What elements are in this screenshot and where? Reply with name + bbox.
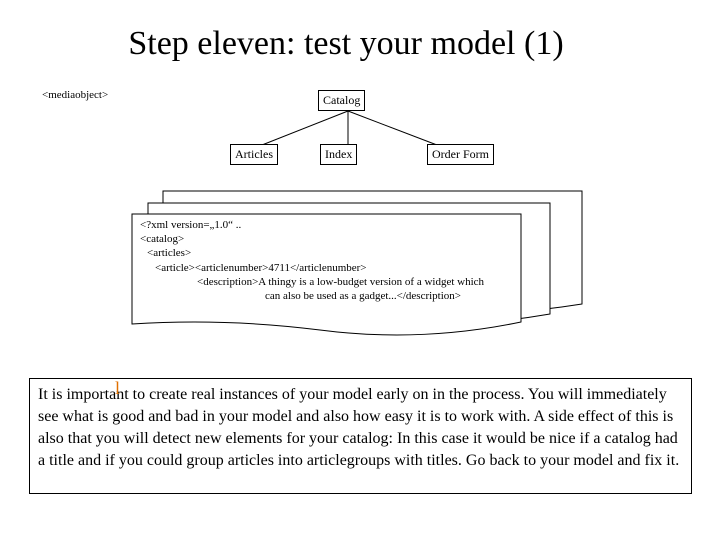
xml-line-description-cont: can also be used as a gadget...</descrip…	[265, 290, 461, 302]
mediaobject-tag-label: <mediaobject>	[42, 89, 109, 101]
node-catalog: Catalog	[318, 90, 366, 111]
connector-to-order-form	[347, 110, 438, 146]
document-page-front	[131, 213, 522, 336]
caption-text: It is important to create real instances…	[38, 386, 680, 469]
caption-box: It is important to create real instances…	[29, 378, 692, 494]
xml-line-description: <description>A thingy is a low-budget ve…	[197, 276, 485, 288]
node-order-form: Order Form	[427, 144, 494, 165]
node-index: Index	[320, 144, 358, 165]
node-articles: Articles	[230, 144, 278, 165]
xml-line-declaration: <?xml version=„1.0“ ..	[140, 219, 242, 231]
xml-line-articles: <articles>	[147, 247, 192, 259]
xml-line-article: <article><articlenumber>4711</articlenum…	[155, 262, 367, 274]
slide-title: Step eleven: test your model (1)	[128, 25, 564, 62]
connector-to-articles	[261, 110, 349, 146]
xml-line-catalog: <catalog>	[140, 233, 185, 245]
text-cursor-mark: l	[115, 378, 121, 398]
